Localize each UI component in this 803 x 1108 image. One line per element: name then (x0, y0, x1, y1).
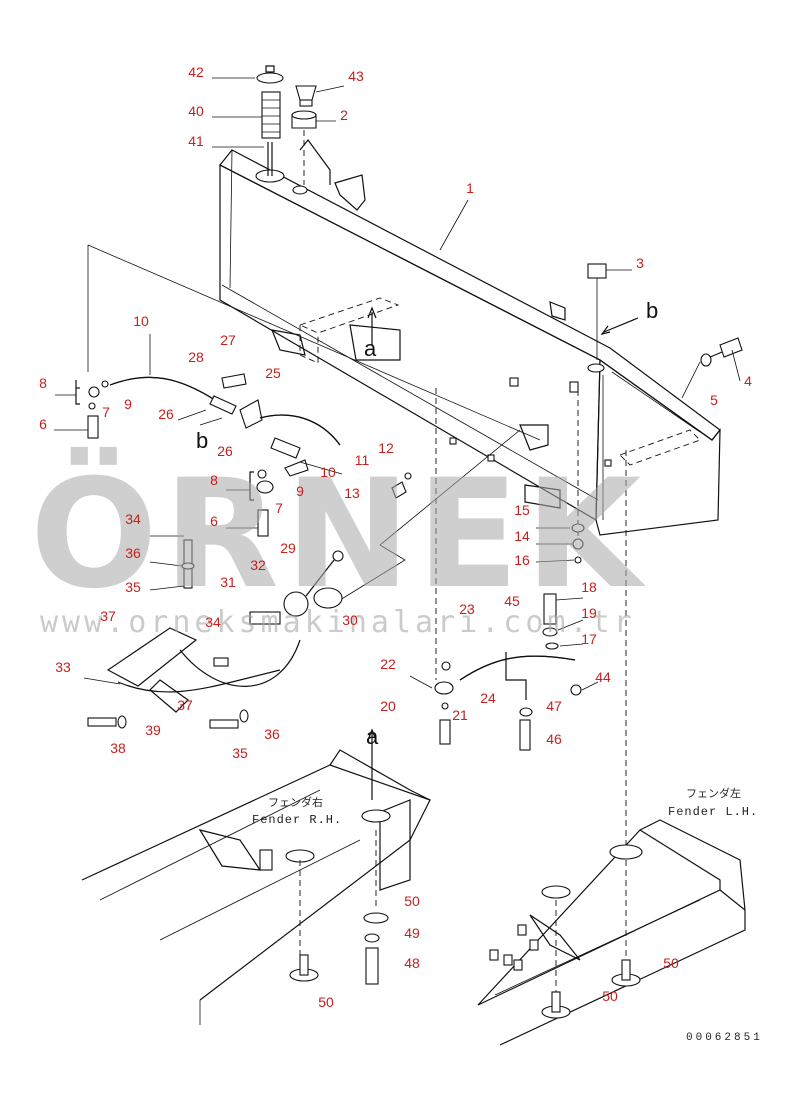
callout-c26b: 26 (217, 443, 233, 459)
callout-c20: 20 (380, 698, 396, 714)
callout-c41: 41 (188, 133, 204, 149)
callout-c46: 46 (546, 731, 562, 747)
callout-c33: 33 (55, 659, 71, 675)
callout-c28: 28 (188, 349, 204, 365)
view-a-letter-tank: a (364, 336, 377, 361)
callout-c8b: 8 (210, 472, 218, 488)
callout-c2: 2 (340, 107, 348, 123)
callout-c10a: 10 (133, 313, 149, 329)
callout-c50d: 50 (318, 994, 334, 1010)
callout-c8a: 8 (39, 375, 47, 391)
callout-c43: 43 (348, 68, 364, 84)
reference-lines (87, 244, 627, 850)
callout-c50b: 50 (663, 955, 679, 971)
watermark-url: www.orneksmakinalari.com.tr (40, 605, 636, 640)
view-b-letter-tank: b (646, 298, 658, 323)
watermark-brand: ÖRNEK (30, 446, 647, 622)
callout-c30: 30 (342, 612, 358, 628)
callout-c48: 48 (404, 955, 420, 971)
callout-c13: 13 (344, 485, 360, 501)
callout-c42: 42 (188, 64, 204, 80)
callout-c16: 16 (514, 552, 530, 568)
fender-lh (477, 819, 746, 1046)
callout-c45: 45 (504, 593, 520, 609)
view-b-letter-hose: b (196, 428, 208, 453)
callout-c9b: 9 (296, 483, 304, 499)
callout-c25: 25 (265, 365, 281, 381)
callout-c7a: 7 (102, 404, 110, 420)
callout-c36a: 36 (125, 545, 141, 561)
callout-c4: 4 (744, 373, 752, 389)
callout-c6a: 6 (39, 416, 47, 432)
fender-rh (81, 728, 431, 1025)
callout-c14: 14 (514, 528, 530, 544)
view-arrow-a (349, 306, 401, 361)
hose-assembly-right (434, 593, 582, 751)
callout-c1: 1 (466, 180, 474, 196)
tank-body (219, 139, 721, 536)
callout-c18: 18 (581, 579, 597, 595)
leader-lines (54, 77, 741, 691)
callout-c35a: 35 (125, 579, 141, 595)
callout-c22: 22 (380, 656, 396, 672)
callout-c32: 32 (250, 557, 266, 573)
callout-c9a: 9 (124, 396, 132, 412)
hose-assembly-left (75, 373, 341, 537)
callout-c31: 31 (220, 574, 236, 590)
callout-c36b: 36 (264, 726, 280, 742)
filler-cap-assembly (256, 65, 317, 185)
callout-c3: 3 (636, 255, 644, 271)
callout-c39: 39 (145, 722, 161, 738)
callout-c50a: 50 (404, 893, 420, 909)
callout-c26a: 26 (158, 406, 174, 422)
callout-c10b: 10 (320, 464, 336, 480)
callout-c37a: 37 (100, 608, 116, 624)
fender-rh-label-jp: フェンダ右 (268, 795, 323, 809)
callout-c11: 11 (355, 452, 370, 468)
callout-c40: 40 (188, 103, 204, 119)
callout-c7b: 7 (275, 500, 283, 516)
drawing-code: 00062851 (686, 1032, 763, 1044)
callout-c21: 21 (452, 707, 468, 723)
callout-c37b: 37 (177, 697, 193, 713)
plug-and-bolts (587, 263, 743, 399)
callout-c47: 47 (546, 698, 562, 714)
callout-c17: 17 (581, 631, 597, 647)
view-arrow-b (600, 317, 639, 335)
callout-c5: 5 (710, 392, 718, 408)
fender-rh-label-en: Fender R.H. (252, 813, 342, 827)
callout-c6b: 6 (210, 513, 218, 529)
callout-c23: 23 (459, 601, 475, 617)
callout-c50c: 50 (602, 988, 618, 1004)
callout-c38: 38 (110, 740, 126, 756)
view-a-letter-fender: a (366, 724, 379, 749)
fender-lh-label-en: Fender L.H. (668, 805, 758, 819)
callout-c29: 29 (280, 540, 296, 556)
callout-c34a: 34 (125, 511, 141, 527)
drain-components (249, 472, 585, 625)
callout-c12: 12 (378, 440, 394, 456)
callout-c19: 19 (581, 605, 597, 621)
callout-c35b: 35 (232, 745, 248, 761)
callout-c34b: 34 (205, 614, 221, 630)
callout-c44: 44 (595, 669, 611, 685)
fender-lh-label-jp: フェンダ左 (686, 786, 741, 800)
callout-c49: 49 (404, 925, 420, 941)
callout-c27: 27 (220, 332, 236, 348)
callout-c24: 24 (480, 690, 496, 706)
callout-c15: 15 (514, 502, 530, 518)
